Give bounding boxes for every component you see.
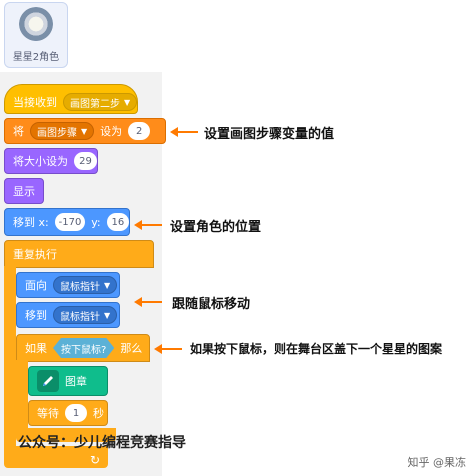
chevron-down-icon: ▼ [124,97,131,107]
go-to-target-dropdown[interactable]: 鼠标指针 ▼ [53,306,118,324]
chevron-down-icon: ▼ [104,280,111,290]
wait-block[interactable]: 等待 1 秒 [28,400,108,426]
forever-footer [4,446,108,468]
annotation-position: 设置角色的位置 [170,220,262,235]
go-to-target-value: 鼠标指针 [60,311,100,323]
annotation-arrow [154,344,182,354]
set-variable-block[interactable]: 将 画图步骤 ▼ 设为 2 [4,118,166,144]
wait-value-input[interactable]: 1 [65,404,87,422]
if-footer [16,428,116,442]
message-dropdown[interactable]: 画图第二步 ▼ [63,93,138,111]
annotation-arrow [134,220,162,230]
go-to-block[interactable]: 移到 鼠标指针 ▼ [16,302,120,328]
sprite-name: 星星2角色 [12,52,60,63]
set-size-block[interactable]: 将大小设为 29 [4,148,98,174]
forever-arm [4,266,16,448]
watermark-text: 公众号：少儿编程竞赛指导 [18,435,186,451]
y-label: y: [91,215,101,229]
forever-block[interactable]: 重复执行 [4,240,154,268]
annotation-arrow [170,127,198,137]
point-target-value: 鼠标指针 [60,281,100,293]
annotation-stamp: 如果按下鼠标，则在舞台区盖下一个星星的图案 [190,342,443,356]
chevron-down-icon: ▼ [104,310,111,320]
message-value: 画图第二步 [70,98,120,110]
mouse-down-sensor[interactable]: 按下鼠标? [53,338,114,358]
show-block[interactable]: 显示 [4,178,44,204]
annotation-arrow [134,297,162,307]
if-label: 如果 [25,342,47,355]
when-i-receive-label: 当接收到 [13,96,57,109]
wait-unit-label: 秒 [93,407,104,420]
point-target-dropdown[interactable]: 鼠标指针 ▼ [53,276,118,294]
wait-label: 等待 [37,407,59,420]
then-label: 那么 [120,342,143,355]
annotation-set-variable: 设置画图步骤变量的值 [204,127,335,142]
point-towards-label: 面向 [25,279,47,292]
go-to-label: 移到 [25,309,47,322]
if-block[interactable]: 如果 按下鼠标? 那么 [16,334,150,362]
stamp-label: 图章 [65,375,87,388]
credit-text: 知乎 @果冻 [407,456,467,469]
set-to-label: 设为 [100,125,123,138]
set-variable-prefix: 将 [13,125,24,138]
go-to-x-label: 移到 x: [13,216,49,229]
pen-icon [37,370,59,392]
annotation-follow-mouse: 跟随鼠标移动 [172,297,251,312]
variable-name: 画图步骤 [37,127,77,139]
variable-value-input[interactable]: 2 [128,122,151,140]
variable-dropdown[interactable]: 画图步骤 ▼ [30,122,95,140]
if-arm [16,360,28,434]
x-value-input[interactable]: -170 [54,213,86,231]
star-sprite-icon [19,7,53,41]
mouse-down-condition: 按下鼠标? [61,344,107,356]
show-label: 显示 [13,185,35,198]
go-to-xy-block[interactable]: 移到 x: -170 y: 16 [4,208,130,236]
loop-arrow-icon: ↻ [90,453,101,467]
set-size-label: 将大小设为 [13,155,68,168]
forever-label: 重复执行 [13,248,57,261]
y-value-input[interactable]: 16 [106,213,129,231]
point-towards-block[interactable]: 面向 鼠标指针 ▼ [16,272,120,298]
stamp-block[interactable]: 图章 [28,366,108,396]
chevron-down-icon: ▼ [81,126,88,136]
size-value-input[interactable]: 29 [74,152,97,170]
when-i-receive-block[interactable]: 当接收到 画图第二步 ▼ [4,84,138,114]
sprite-tile[interactable]: 星星2角色 [4,2,68,68]
